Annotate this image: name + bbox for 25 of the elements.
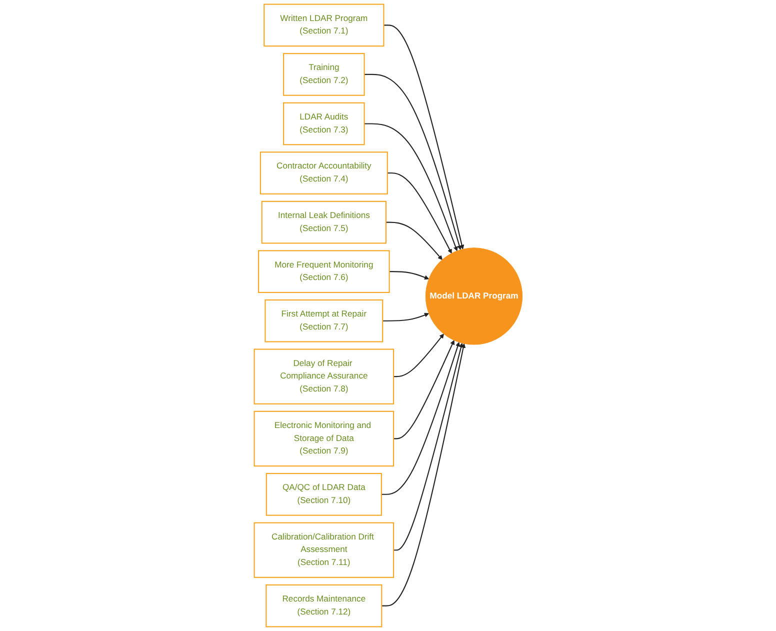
node-box: First Attempt at Repair (Section 7.7): [264, 299, 383, 342]
arrow: [393, 340, 454, 440]
arrow: [387, 172, 452, 254]
arrow: [393, 342, 464, 551]
node-box: Training (Section 7.2): [282, 53, 365, 96]
arrow: [381, 343, 466, 606]
node-box: Delay of Repair Compliance Assurance (Section 7.8): [253, 348, 394, 404]
node-box: Calibration/Calibration Drift Assessment (Section 7.11): [253, 522, 394, 578]
arrow: [393, 334, 444, 378]
arrow: [389, 271, 429, 280]
arrow: [364, 74, 462, 250]
arrow: [382, 312, 429, 322]
arrow: [364, 123, 458, 252]
arrow: [383, 24, 464, 250]
node-box: More Frequent Monitoring (Section 7.6): [258, 250, 390, 293]
node-box: Records Maintenance (Section 7.12): [265, 584, 382, 628]
node-box: Written LDAR Program (Section 7.1): [263, 4, 384, 47]
arrow: [381, 342, 460, 495]
node-box: QA/QC of LDAR Data (Section 7.10): [266, 472, 382, 516]
node-box: Internal Leak Definitions (Section 7.5): [261, 200, 386, 244]
node-box: Contractor Accountability (Section 7.4): [260, 152, 388, 194]
node-box: Electronic Monitoring and Storage of Data (Section 7.9): [253, 410, 394, 467]
node-box: LDAR Audits (Section 7.3): [282, 102, 365, 146]
arrow: [386, 222, 442, 260]
node-circle: Model LDAR Program: [425, 248, 522, 345]
